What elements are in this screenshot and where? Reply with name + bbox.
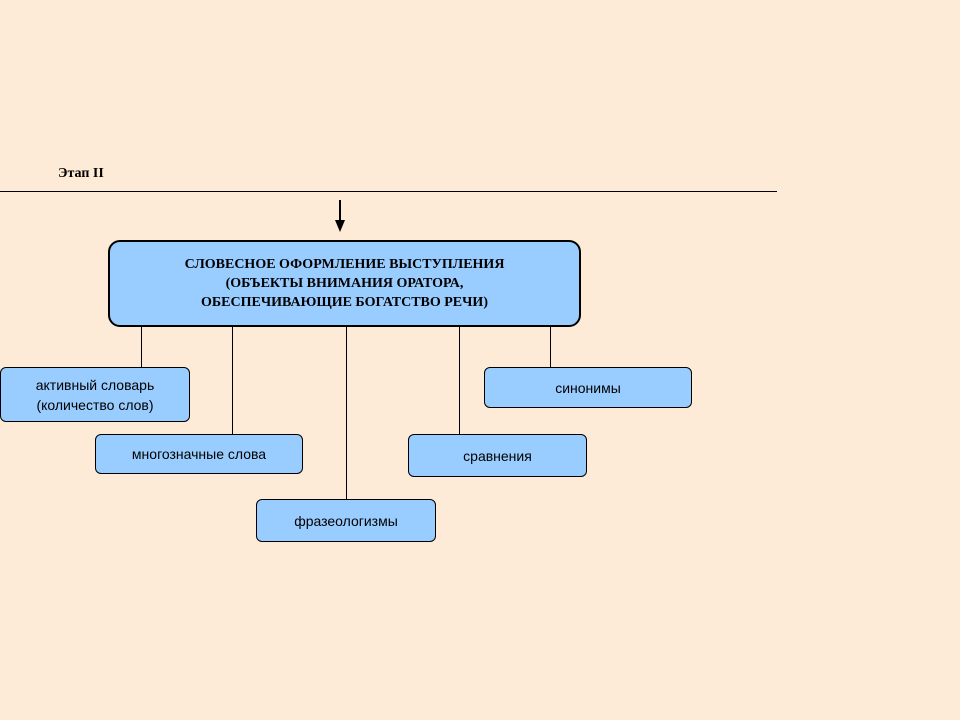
item-active-vocab-line-1: активный словарь [35, 376, 155, 393]
item-phraseologisms-label: фразеологизмы [294, 512, 398, 529]
item-synonyms: синонимы [484, 367, 692, 408]
main-topic-line-2: (ОБЪЕКТЫ ВНИМАНИЯ ОРАТОРА, [225, 276, 464, 291]
item-comparisons: сравнения [408, 434, 587, 477]
item-comparisons-label: сравнения [463, 447, 532, 464]
item-active-vocab-line-2: (количество слов) [36, 396, 154, 413]
down-arrow-icon [335, 200, 345, 232]
main-topic-line-3: ОБЕСПЕЧИВАЮЩИЕ БОГАТСТВО РЕЧИ) [201, 295, 488, 310]
item-polysemous-label: многозначные слова [131, 446, 267, 462]
item-synonyms-label: синонимы [555, 379, 621, 396]
connector-active-vocab [141, 327, 142, 368]
item-polysemous: многозначные слова [95, 434, 303, 474]
stage-label: Этап II [58, 166, 104, 181]
connector-comparisons [459, 327, 460, 434]
item-active-vocab: активный словарь (количество слов) [0, 367, 190, 422]
main-topic-box: СЛОВЕСНОЕ ОФОРМЛЕНИЕ ВЫСТУПЛЕНИЯ (ОБЪЕКТ… [108, 240, 581, 327]
main-topic-line-1: СЛОВЕСНОЕ ОФОРМЛЕНИЕ ВЫСТУПЛЕНИЯ [184, 257, 505, 272]
connector-synonyms [550, 327, 551, 368]
item-phraseologisms: фразеологизмы [256, 499, 436, 542]
connector-polysemous [232, 327, 233, 434]
connector-phraseologisms [346, 327, 347, 499]
divider-line [0, 191, 777, 192]
